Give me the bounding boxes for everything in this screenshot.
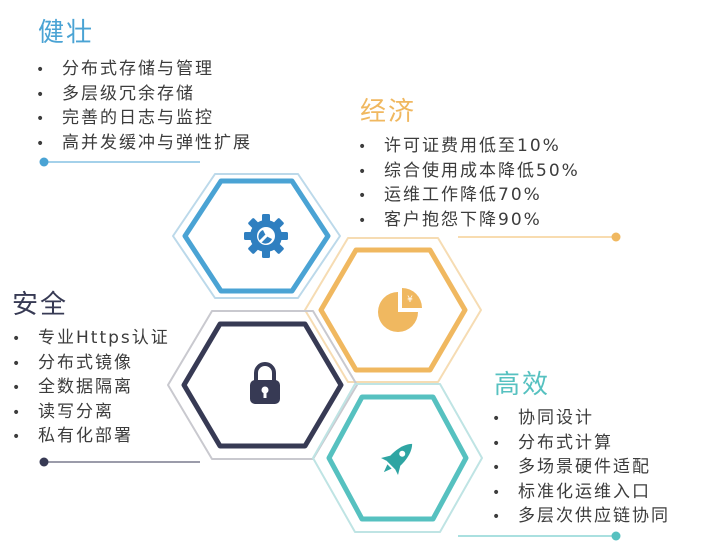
connector-robust bbox=[39, 157, 200, 167]
list-item: •读写分离 bbox=[12, 401, 114, 422]
list-security: •专业Https认证 •分布式镜像 •全数据隔离 •读写分离 •私有化部署 bbox=[12, 326, 170, 449]
list-robust: •分布式存储与管理 •多层级冗余存储 •完善的日志与监控 •高并发缓冲与弹性扩展 bbox=[36, 57, 252, 155]
list-item: •分布式计算 bbox=[492, 432, 613, 453]
list-item: •运维工作降低70% bbox=[358, 185, 542, 205]
list-item: •标准化运维入口 bbox=[492, 481, 651, 502]
list-item: •许可证费用低至10% bbox=[358, 136, 561, 156]
hexagon-efficiency bbox=[312, 383, 483, 533]
connector-security bbox=[39, 457, 200, 467]
pie-chart-yen-icon: ¥ bbox=[378, 288, 422, 332]
list-item: •全数据隔离 bbox=[12, 377, 133, 397]
list-item: •私有化部署 bbox=[12, 426, 133, 446]
list-item: •分布式存储与管理 bbox=[36, 59, 214, 79]
section-title-economy: 经济 bbox=[360, 97, 417, 127]
list-item: •多层级冗余存储 bbox=[36, 83, 195, 104]
list-item: •多层次供应链协同 bbox=[492, 506, 670, 526]
section-title-security: 安全 bbox=[12, 290, 69, 320]
list-item: •完善的日志与监控 bbox=[36, 108, 214, 128]
section-title-robust: 健壮 bbox=[38, 18, 95, 48]
list-efficiency: •协同设计 •分布式计算 •多场景硬件适配 •标准化运维入口 •多层次供应链协同 bbox=[492, 406, 670, 529]
hexagon-robust bbox=[172, 173, 341, 299]
list-item: •多场景硬件适配 bbox=[492, 457, 651, 477]
list-item: •分布式镜像 bbox=[12, 352, 133, 373]
list-item: •专业Https认证 bbox=[12, 328, 170, 348]
connector-efficiency bbox=[458, 531, 621, 541]
section-title-efficiency: 高效 bbox=[494, 370, 551, 400]
list-item: •客户抱怨下降90% bbox=[358, 209, 542, 230]
list-item: •协同设计 bbox=[492, 408, 594, 428]
rocket-icon bbox=[381, 443, 413, 475]
list-item: •综合使用成本降低50% bbox=[358, 160, 580, 181]
list-economy: •许可证费用低至10% •综合使用成本降低50% •运维工作降低70% •客户抱… bbox=[358, 134, 580, 232]
list-item: •高并发缓冲与弹性扩展 bbox=[36, 132, 252, 153]
svg-text:¥: ¥ bbox=[407, 295, 413, 305]
gear-wrench-icon bbox=[244, 214, 288, 258]
connector-economy bbox=[458, 232, 621, 242]
padlock-icon bbox=[250, 362, 280, 404]
